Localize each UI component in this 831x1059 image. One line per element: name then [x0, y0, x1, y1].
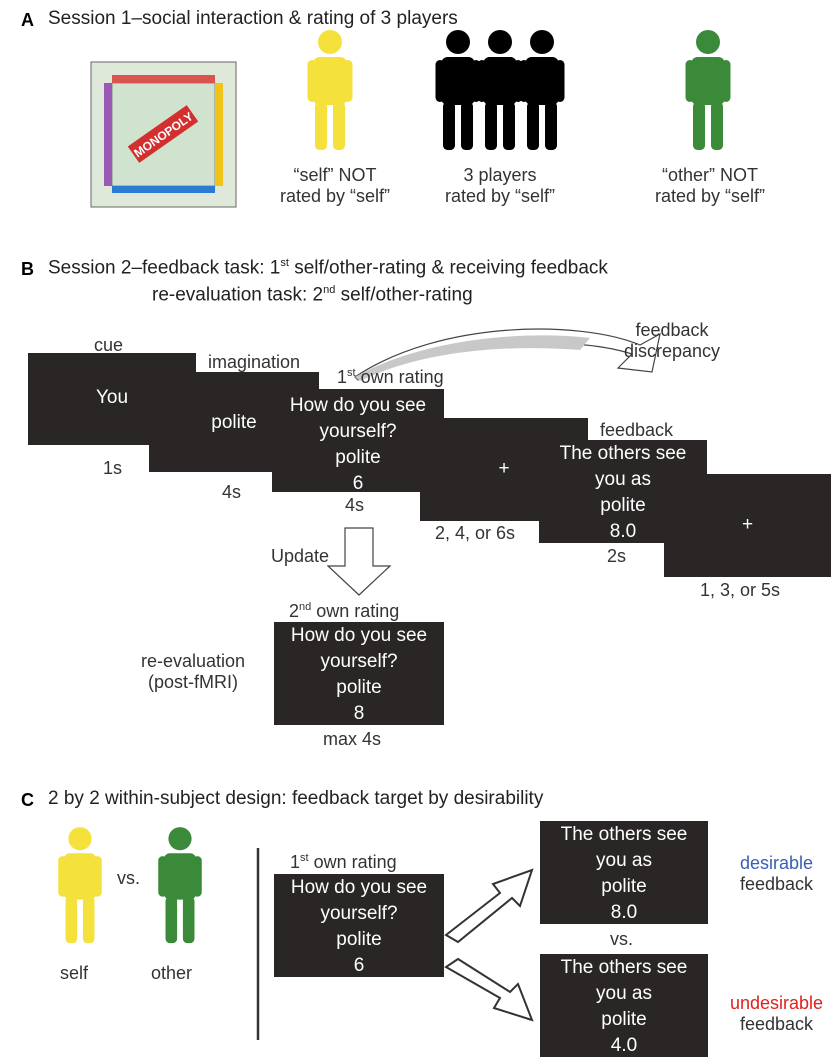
- imagination-duration: 4s: [222, 482, 242, 502]
- panel-b-letter: B: [21, 259, 34, 279]
- desirable-line2: you as: [596, 850, 652, 871]
- other-player-figure: [685, 30, 731, 150]
- imagination-label: imagination: [208, 352, 301, 372]
- second-rating-trait: polite: [336, 677, 382, 698]
- fixation-cross-2: +: [741, 514, 754, 535]
- discrepancy-label: feedback discrepancy: [612, 320, 732, 362]
- self-figure: [58, 827, 102, 944]
- players-caption: 3 players rated by “self”: [425, 165, 575, 207]
- three-players-figure: [435, 30, 565, 150]
- first-rating-question2: yourself?: [319, 421, 397, 442]
- feedback-value: 8.0: [609, 521, 637, 542]
- cue-label: cue: [94, 335, 124, 355]
- first-rating-question1: How do you see: [289, 395, 427, 416]
- panel-b-title-line2: re-evaluation task: 2nd self/other-ratin…: [152, 284, 473, 306]
- panel-c-letter: C: [21, 790, 34, 810]
- c-rating-value: 6: [353, 955, 365, 976]
- update-arrow: [326, 527, 392, 596]
- feedback-discrepancy-arrow: [354, 328, 661, 381]
- desirable-feedback-screen: The others see you as polite 8.0: [540, 821, 708, 924]
- second-rating-question1: How do you see: [290, 625, 428, 646]
- first-rating-label: 1st own rating: [337, 367, 444, 387]
- other-figure: [158, 827, 202, 944]
- panel-c-title: 2 by 2 within-subject design: feedback t…: [48, 788, 544, 809]
- undesirable-word: undesirable: [730, 993, 824, 1013]
- c-rating-question2: yourself?: [320, 903, 398, 924]
- cue-duration: 1s: [103, 458, 123, 478]
- first-rating-screen: How do you see yourself? polite 6: [272, 389, 444, 494]
- panel-b-title-line1: Session 2–feedback task: 1st self/other-…: [48, 257, 608, 279]
- second-rating-question2: yourself?: [320, 651, 398, 672]
- players-caption-line2: rated by “self”: [444, 186, 556, 206]
- reevaluation-line2: (post-fMRI): [148, 672, 238, 692]
- cue-screen-text: You: [95, 387, 129, 408]
- undesirable-trait: polite: [601, 1009, 647, 1030]
- desirable-word: desirable: [740, 853, 814, 873]
- feedback-duration: 2s: [607, 546, 627, 566]
- panel-a-title: Session 1–social interaction & rating of…: [48, 8, 458, 29]
- fixation-1-duration: 2, 4, or 6s: [435, 523, 516, 543]
- c-rating-question1: How do you see: [290, 877, 428, 898]
- undesirable-line1: The others see: [560, 957, 688, 978]
- self-caption-line1: “self” NOT: [293, 165, 377, 185]
- first-rating-trait: polite: [335, 447, 381, 468]
- other-caption: “other” NOT rated by “self”: [640, 165, 780, 207]
- arrow-to-desirable: [444, 868, 534, 944]
- feedback-label: feedback: [600, 420, 674, 440]
- arrow-to-undesirable: [444, 957, 534, 1022]
- other-label: other: [151, 963, 193, 983]
- desirable-label: desirable feedback: [740, 853, 813, 895]
- fixation-cross-1: +: [498, 458, 510, 479]
- other-caption-line2: rated by “self”: [654, 186, 766, 206]
- self-label: self: [60, 963, 89, 983]
- self-caption-line2: rated by “self”: [279, 186, 391, 206]
- discrepancy-line2: discrepancy: [623, 341, 721, 361]
- desirable-line1: The others see: [560, 824, 688, 845]
- panel-a-letter: A: [21, 10, 34, 30]
- fixation-screen-2: +: [664, 474, 831, 577]
- fixation-2-duration: 1, 3, or 5s: [700, 580, 781, 600]
- feedback-line1: The others see: [559, 443, 687, 464]
- reevaluation-label: re-evaluation (post-fMRI): [118, 651, 268, 693]
- c-rating-trait: polite: [336, 929, 382, 950]
- second-rating-screen: How do you see yourself? polite 8: [274, 622, 444, 725]
- discrepancy-line1: feedback: [635, 320, 709, 340]
- players-caption-line1: 3 players: [463, 165, 537, 185]
- first-rating-value: 6: [352, 473, 364, 494]
- c-first-rating-screen: How do you see yourself? polite 6: [274, 874, 444, 977]
- first-rating-duration: 4s: [345, 495, 365, 515]
- update-label: Update: [271, 546, 330, 566]
- monopoly-board: MONOPOLY: [90, 61, 237, 208]
- desirable-trait: polite: [601, 876, 647, 897]
- reevaluation-line1: re-evaluation: [140, 651, 246, 671]
- vs-label: vs.: [117, 868, 141, 888]
- undesirable-feedback-word: feedback: [740, 1014, 814, 1034]
- feedback-vs-label: vs.: [610, 929, 634, 949]
- undesirable-value: 4.0: [610, 1035, 638, 1056]
- undesirable-feedback-screen: The others see you as polite 4.0: [540, 954, 708, 1057]
- second-rating-value: 8: [353, 703, 365, 724]
- self-caption: “self” NOT rated by “self”: [275, 165, 395, 207]
- imagination-screen-text: polite: [211, 412, 257, 433]
- c-first-rating-label: 1st own rating: [290, 852, 397, 872]
- second-rating-label: 2nd own rating: [289, 601, 400, 621]
- feedback-trait: polite: [600, 495, 646, 516]
- undesirable-line2: you as: [596, 983, 652, 1004]
- undesirable-label: undesirable feedback: [730, 993, 831, 1035]
- feedback-line2: you as: [595, 469, 651, 490]
- desirable-feedback-word: feedback: [740, 874, 814, 894]
- other-caption-line1: “other” NOT: [661, 165, 758, 185]
- self-player-figure: [307, 30, 353, 150]
- desirable-value: 8.0: [610, 902, 638, 923]
- second-rating-duration: max 4s: [323, 729, 382, 749]
